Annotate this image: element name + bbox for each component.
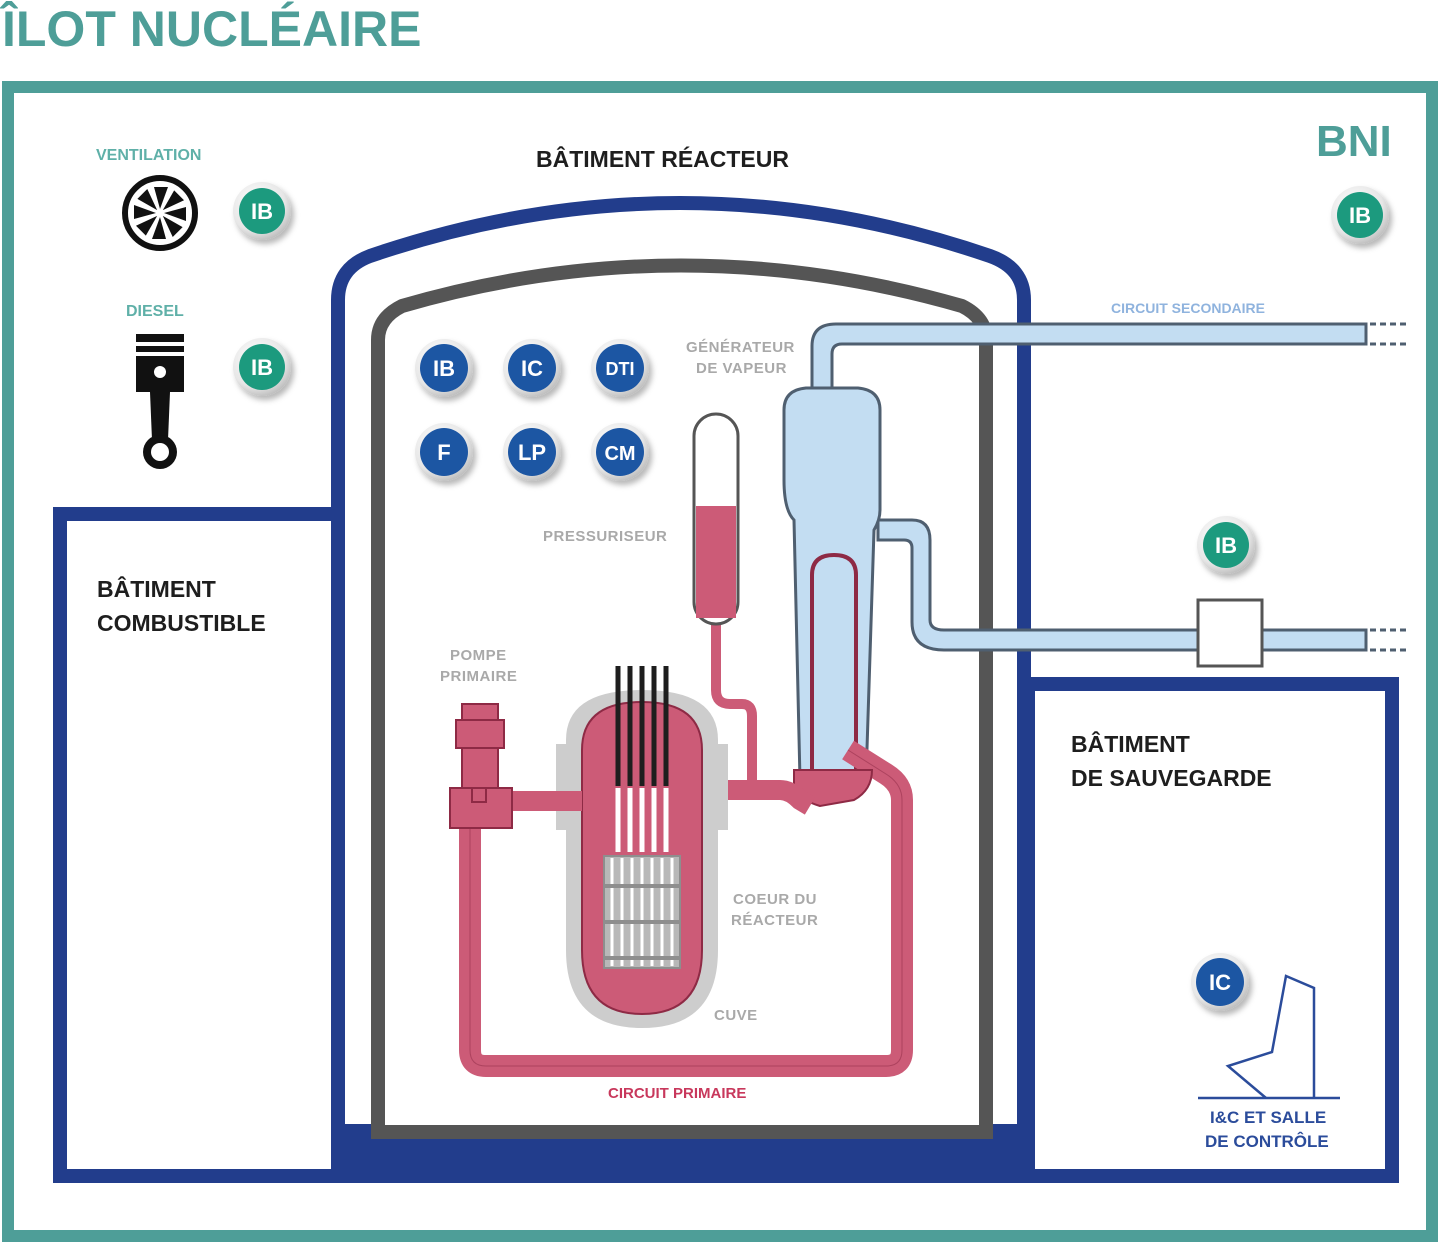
steam-generator-u-tube <box>810 552 858 776</box>
core-label-line2: RÉACTEUR <box>731 912 818 929</box>
bni-label: BNI <box>1316 117 1392 166</box>
badge-control-room-ic[interactable]: IC <box>1191 953 1249 1011</box>
secondary-circuit-label: CIRCUIT SECONDAIRE <box>1111 300 1265 316</box>
badge-label: DTI <box>606 359 635 379</box>
diesel-label: DIESEL <box>126 303 184 320</box>
primary-circuit-label: CIRCUIT PRIMAIRE <box>608 1085 746 1102</box>
steam-generator <box>782 386 882 782</box>
badge-label: F <box>437 440 450 465</box>
control-room-label-line1: I&C ET SALLE <box>1210 1108 1326 1127</box>
badge-reactor-ib[interactable]: IB <box>415 339 473 397</box>
core-label-line1: COEUR DU <box>733 891 817 908</box>
ventilation-label: VENTILATION <box>96 147 201 164</box>
primary-pump <box>449 703 513 829</box>
fuel-building-label-line2: COMBUSTIBLE <box>97 610 266 636</box>
turbine-valve-box <box>1196 598 1264 668</box>
primary-hot-leg <box>700 780 816 815</box>
badge-label: IB <box>433 356 455 381</box>
pressurizer-water-level <box>696 506 736 618</box>
control-room-label-line2: DE CONTRÔLE <box>1205 1132 1329 1151</box>
badge-label: IB <box>251 355 273 380</box>
pressurizer-surge-line <box>711 620 757 790</box>
badge-label: IB <box>251 199 273 224</box>
page-title: ÎLOT NUCLÉAIRE <box>0 1 421 57</box>
badge-reactor-ic[interactable]: IC <box>503 339 561 397</box>
badge-label: CM <box>604 443 635 465</box>
pressurizer-label: PRESSURISEUR <box>543 528 667 545</box>
fan-icon <box>122 175 198 251</box>
reactor-core <box>603 855 681 969</box>
reactor-building-label: BÂTIMENT RÉACTEUR <box>536 145 789 172</box>
control-room-chair-icon <box>1198 974 1340 1100</box>
badge-reactor-cm[interactable]: CM <box>591 423 649 481</box>
badge-label: IB <box>1349 203 1371 228</box>
badge-bni-ib[interactable]: IB <box>1331 186 1389 244</box>
primary-loop-outline <box>469 749 903 1067</box>
badge-label: LP <box>518 440 546 465</box>
badge-diesel-ib[interactable]: IB <box>233 338 291 396</box>
safeguard-building-label-line1: BÂTIMENT <box>1071 730 1190 757</box>
control-rods <box>615 666 669 852</box>
badge-label: IC <box>521 356 543 381</box>
steam-generator-label-line2: DE VAPEUR <box>696 360 787 377</box>
badge-label: IC <box>1209 970 1231 995</box>
primary-pump-label-line1: POMPE <box>450 647 507 664</box>
piston-icon <box>136 334 184 469</box>
badge-ventilation-ib[interactable]: IB <box>233 182 291 240</box>
badge-secondary-ib[interactable]: IB <box>1197 516 1255 574</box>
secondary-feedwater-line <box>876 518 1368 652</box>
badge-label: IB <box>1215 533 1237 558</box>
secondary-steam-line <box>810 322 1368 404</box>
steam-generator-label-line1: GÉNÉRATEUR <box>686 339 795 356</box>
primary-pump-label-line2: PRIMAIRE <box>440 668 517 685</box>
vessel-label: CUVE <box>714 1007 758 1024</box>
safeguard-building <box>1021 677 1399 1183</box>
bni-frame <box>2 81 1438 1242</box>
safeguard-building-label-line2: DE SAUVEGARDE <box>1071 765 1272 791</box>
badge-reactor-lp[interactable]: LP <box>503 423 561 481</box>
badge-reactor-f[interactable]: F <box>415 423 473 481</box>
fuel-building-label-line1: BÂTIMENT <box>97 575 216 602</box>
secondary-line-continuation <box>1370 322 1408 652</box>
fuel-building <box>53 507 345 1183</box>
badge-reactor-dti[interactable]: DTI <box>591 339 649 397</box>
